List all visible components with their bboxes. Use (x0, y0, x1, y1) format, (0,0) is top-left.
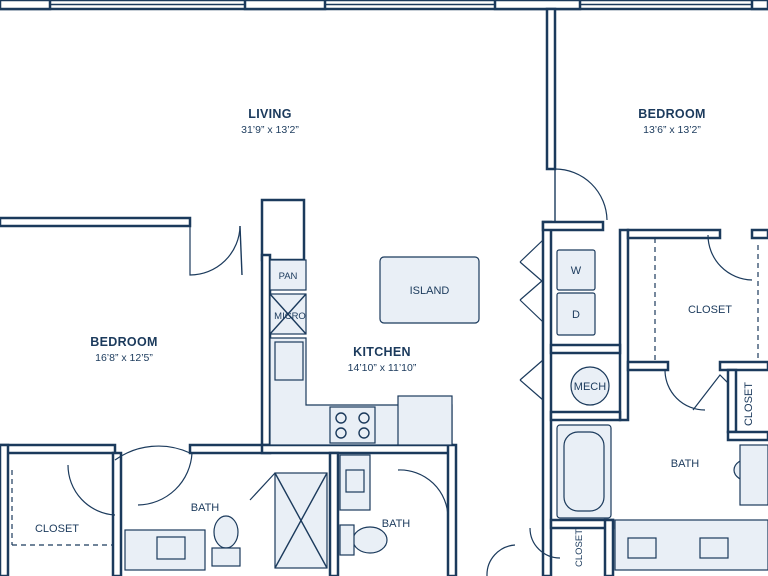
door-laundry-upper[interactable] (519, 239, 544, 283)
right-vanity (614, 519, 768, 571)
left-bedroom-bottom-wall (0, 443, 117, 455)
bedroom-left-size: 16’8” x 12’5” (95, 352, 153, 364)
bath-center-label: BATH (382, 518, 411, 530)
closet-right-label: CLOSET (688, 304, 732, 316)
laundry-right-wall (618, 228, 630, 422)
left-bath-top-wall (188, 443, 272, 455)
right-sink-2 (699, 537, 729, 559)
closet-bottom-wall-right (718, 360, 768, 372)
dryer (556, 292, 596, 336)
door-right-bedroom[interactable] (554, 168, 608, 221)
door-left-closet-swing[interactable] (67, 464, 116, 516)
small-closet-wall (726, 368, 738, 434)
washer (556, 249, 596, 291)
bath-left-label: BATH (191, 502, 220, 514)
bedroom-right-name: BEDROOM (638, 107, 705, 121)
laundry-top-wall (541, 220, 605, 232)
door-left-bedroom[interactable] (189, 225, 241, 276)
closet-rods (11, 238, 759, 546)
washer-label: W (571, 265, 582, 277)
pantry-label: PAN (279, 271, 298, 282)
kitchen-bottom-wall (260, 443, 454, 455)
tub-closet-wall (603, 518, 615, 576)
chase-column (260, 198, 306, 262)
top-wall-post (0, 0, 52, 11)
closet-top-wall (626, 228, 722, 240)
closet-left-label: CLOSET (35, 523, 79, 535)
door-right-bath[interactable] (707, 234, 753, 281)
living-bedroom-wall (545, 7, 557, 171)
door-left-bath[interactable] (137, 452, 193, 506)
island-label: ISLAND (410, 285, 450, 297)
doors (67, 168, 753, 576)
tub-bottom-wall (549, 518, 615, 530)
door-mech[interactable] (519, 359, 544, 401)
left-toilet (213, 515, 239, 549)
kitchen-left-wall (260, 253, 272, 449)
island (379, 256, 480, 324)
center-sink (345, 469, 365, 493)
center-bath-right-wall (446, 443, 458, 576)
left-toilet-tank (211, 547, 241, 567)
door-tub-closet[interactable] (529, 527, 561, 559)
kitchen-fixtures: PAN MICRO ISLAND (269, 256, 480, 446)
left-exterior-wall (0, 443, 10, 576)
door-entry[interactable] (486, 544, 516, 576)
kitchen-size: 14’10” x 11’10” (348, 362, 417, 374)
top-wall-post (750, 0, 768, 11)
closet-bottom-wall (626, 360, 670, 372)
door-center-bath[interactable] (397, 469, 449, 519)
center-toilet (352, 526, 388, 554)
small-closet-bottom (726, 430, 768, 442)
living-size: 31’9” x 13’2” (241, 124, 299, 136)
closet-small-vertical-label: CLOSET (574, 529, 585, 567)
top-wall-post (493, 0, 582, 11)
door-small-closet[interactable] (692, 374, 729, 411)
kitchen-name: KITCHEN (353, 345, 411, 359)
refrigerator (397, 395, 453, 446)
left-sink (156, 536, 186, 560)
mech-label: MECH (574, 381, 606, 393)
left-bedroom-top-wall (0, 216, 192, 228)
center-bath-left-wall (328, 451, 340, 576)
mech-bottom-wall (549, 410, 622, 422)
door-left-closet[interactable] (114, 445, 191, 461)
mech-unit (570, 366, 610, 406)
bedroom-right-size: 13’6” x 13’2” (643, 124, 701, 136)
closet-top-wall-right (750, 228, 768, 240)
closet-right-vertical-label: CLOSET (743, 382, 755, 426)
laundry-mech-divider (549, 343, 622, 355)
center-toilet-tank (339, 524, 355, 556)
range (329, 406, 376, 444)
living-name: LIVING (248, 107, 291, 121)
room-labels: LIVING 31’9” x 13’2” BEDROOM 13’6” x 13’… (35, 107, 755, 567)
door-laundry-lower[interactable] (519, 279, 544, 323)
right-sink-1 (627, 537, 657, 559)
microwave-label: MICRO (274, 311, 306, 322)
top-wall-post (243, 0, 327, 11)
door-right-closet[interactable] (664, 369, 706, 411)
bedroom-left-name: BEDROOM (90, 335, 157, 349)
bath-right-label: BATH (671, 458, 700, 470)
bath-fixtures (124, 424, 768, 571)
dryer-label: D (572, 309, 580, 321)
kitchen-sink (274, 341, 304, 381)
laundry-fixtures: W D MECH (556, 249, 610, 406)
pantry (269, 259, 307, 291)
